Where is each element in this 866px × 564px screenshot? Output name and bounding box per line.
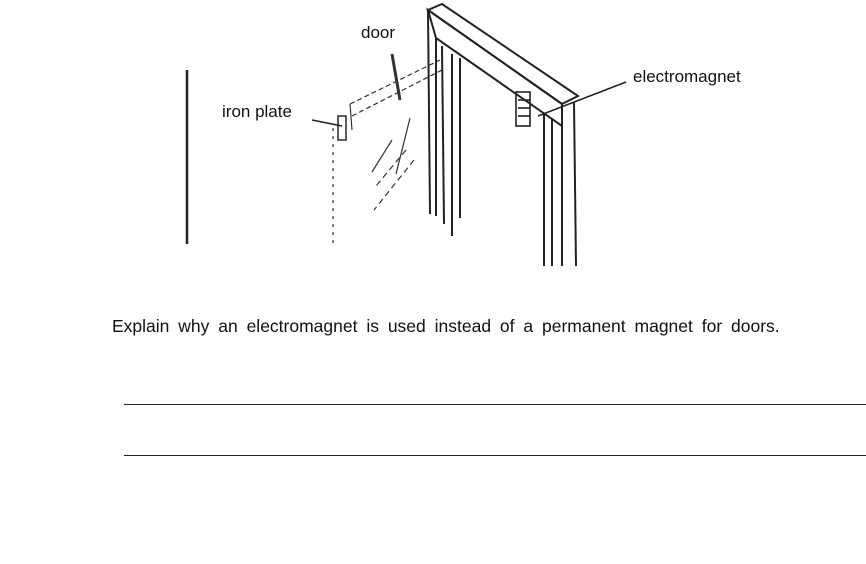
iron-plate-label: iron plate [222, 102, 292, 121]
open-door-sketch [332, 53, 443, 244]
door-label: door [361, 23, 395, 42]
door-electromagnet-diagram: door iron plate electromagnet [185, 2, 741, 267]
answer-line[interactable] [124, 404, 866, 405]
electromagnet-icon [515, 91, 531, 127]
label-leader-lines [311, 81, 627, 127]
electromagnet-label: electromagnet [633, 67, 741, 86]
door-frame [425, 2, 580, 267]
answer-line[interactable] [124, 455, 866, 456]
question-text: Explain why an electromagnet is used ins… [112, 316, 780, 336]
